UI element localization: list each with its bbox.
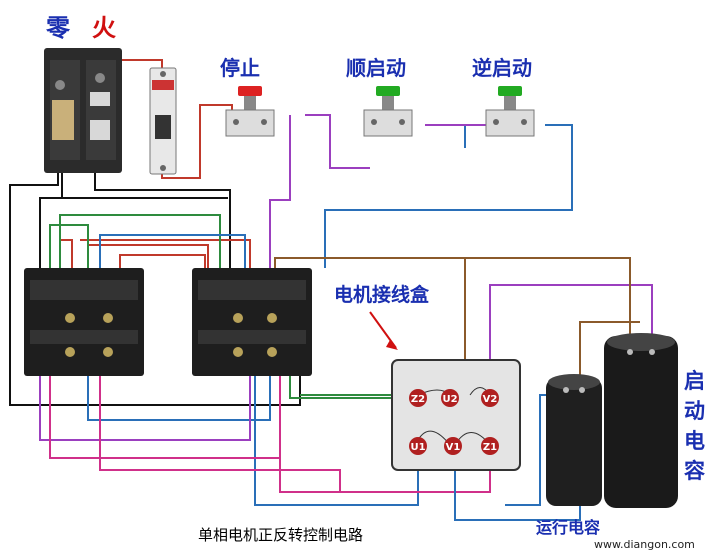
terminal-u1: U1 [410, 442, 425, 453]
neutral-label: 零 [46, 14, 70, 42]
reverse-start-label: 逆启动 [472, 56, 532, 80]
purple-wire-stop-fwd [305, 114, 370, 169]
diagram-caption: 单相电机正反转控制电路 [198, 526, 364, 544]
forward-start-label: 顺启动 [346, 56, 406, 80]
brown-wire-top [274, 257, 631, 340]
junction-box-label: 电机接线盒 [334, 284, 430, 306]
green-wire-junction [289, 370, 400, 399]
purple-wire-down [269, 115, 291, 268]
start-capacitor-label: 启动电容 [684, 369, 705, 483]
stop-button[interactable] [225, 86, 275, 137]
pointer-arrow-head [386, 340, 398, 350]
small-breaker [149, 67, 177, 175]
live-label: 火 [92, 14, 116, 42]
pink-wire-2 [99, 372, 341, 492]
stop-label: 停止 [220, 56, 260, 80]
terminal-z2: Z2 [411, 394, 425, 405]
purple-wire-k-bottom [39, 372, 251, 441]
run-capacitor-label: 运行电容 [536, 518, 601, 537]
red-wire-k1c [119, 254, 206, 268]
watermark: www.diangon.com [594, 538, 695, 551]
blue-wire-k [99, 234, 246, 268]
terminal-v2: V2 [483, 394, 498, 405]
terminal-v1: V1 [446, 442, 461, 453]
red-wire-k1b [87, 244, 209, 268]
pointer-arrow [369, 311, 397, 349]
forward-start-button[interactable] [363, 86, 413, 137]
red-wire-stop [161, 104, 233, 179]
motor-junction-box [391, 359, 521, 471]
terminal-u2: U2 [442, 394, 457, 405]
blue-wire-bottom [87, 372, 271, 421]
blue-wire-u1 [254, 372, 419, 506]
blue-wire-rev2 [324, 124, 573, 268]
brown-wire-cap [579, 321, 640, 385]
run-capacitor [546, 374, 602, 506]
start-capacitor [604, 333, 678, 508]
contactor-2 [192, 268, 312, 376]
green-wire-k1 [49, 224, 89, 268]
reverse-start-button[interactable] [485, 86, 535, 137]
contactor-1 [24, 268, 144, 376]
pink-wire-z1 [279, 458, 491, 493]
purple-wire-v2 [489, 284, 653, 370]
main-breaker [44, 48, 122, 173]
terminal-z1: Z1 [483, 442, 497, 453]
red-wire-k1 [59, 228, 73, 268]
red-wire-k2 [80, 239, 251, 268]
green-wire-k2 [59, 214, 221, 268]
black-wire-branch [39, 172, 63, 268]
black-wire-2 [94, 172, 231, 268]
pink-wire-1 [49, 372, 281, 459]
